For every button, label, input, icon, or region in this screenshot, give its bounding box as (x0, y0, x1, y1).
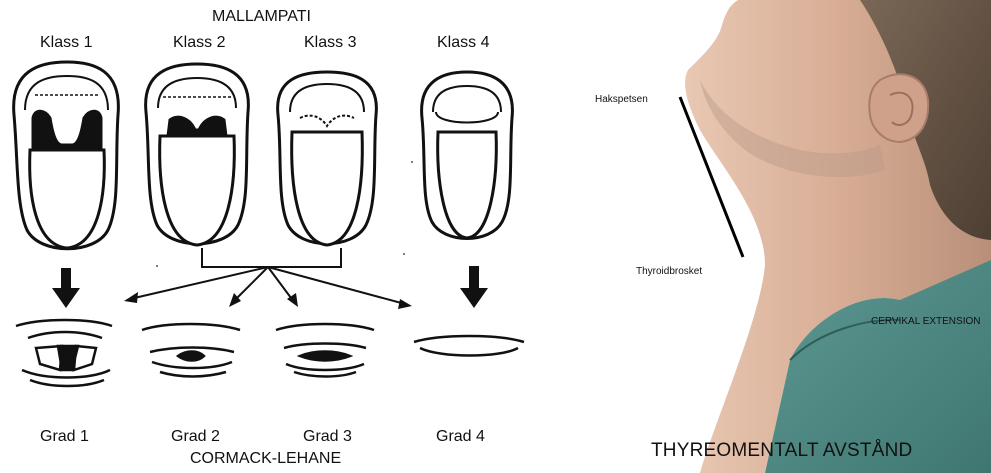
grad-1-label: Grad 1 (40, 428, 89, 446)
mallampati-cormack-diagram (0, 0, 600, 473)
neck-photo (600, 0, 991, 473)
mouth-klass-1 (14, 62, 119, 249)
larynx-grad-1 (16, 320, 112, 386)
thyroid-label: Thyroidbrosket (636, 266, 702, 277)
larynx-grad-4 (414, 336, 524, 356)
klass-3-label: Klass 3 (304, 34, 356, 52)
thyromental-title: THYREOMENTALT AVSTÅND (651, 440, 912, 462)
mouth-klass-3 (278, 72, 377, 245)
cervical-extension-label: CERVIKAL EXTENSION (871, 316, 980, 327)
larynx-grad-2 (142, 324, 240, 377)
mouth-klass-4 (422, 72, 513, 239)
cormack-lehane-title: CORMACK-LEHANE (190, 450, 341, 468)
grad-4-label: Grad 4 (436, 428, 485, 446)
klass-2-label: Klass 2 (173, 34, 225, 52)
arrows (52, 248, 488, 309)
larynx-grad-3 (276, 324, 374, 377)
mallampati-title: MALLAMPATI (212, 8, 311, 26)
grad-3-label: Grad 3 (303, 428, 352, 446)
mouth-klass-2 (146, 64, 249, 245)
grad-2-label: Grad 2 (171, 428, 220, 446)
klass-4-label: Klass 4 (437, 34, 489, 52)
klass-1-label: Klass 1 (40, 34, 92, 52)
chin-label: Hakspetsen (595, 94, 648, 105)
